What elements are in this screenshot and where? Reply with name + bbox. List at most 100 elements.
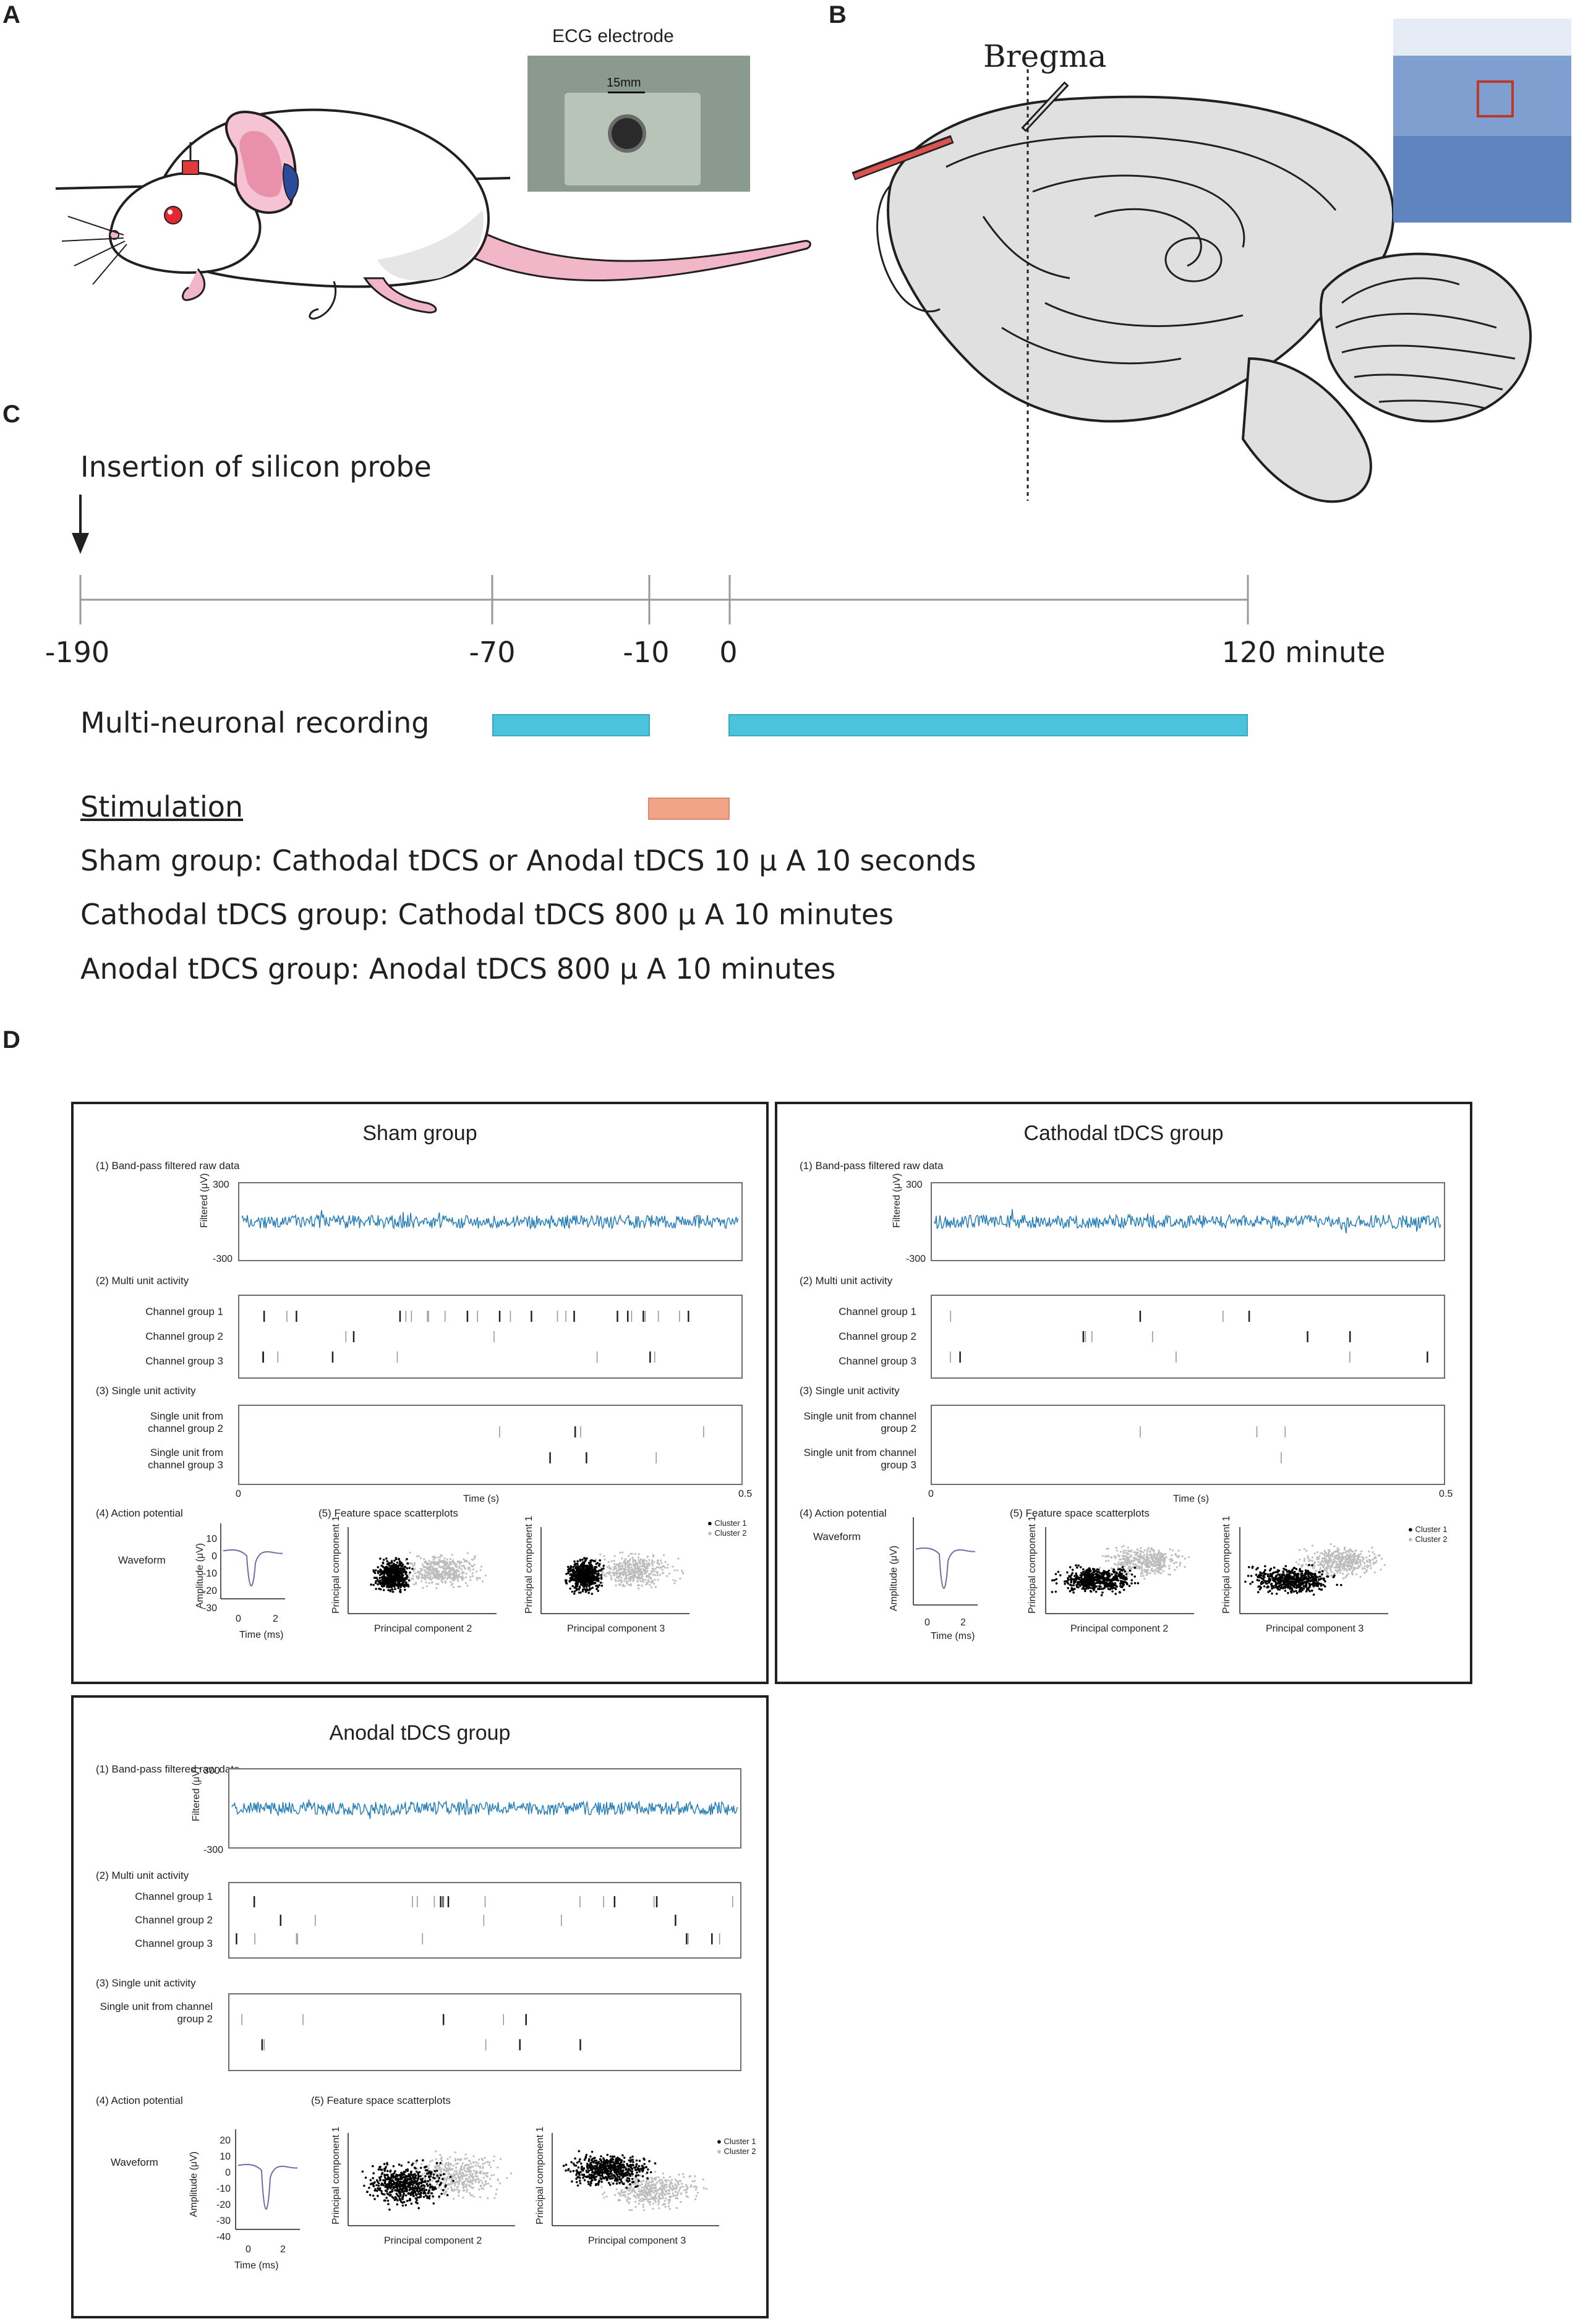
cluster-1-point bbox=[418, 2187, 421, 2190]
wave-time-axis-label: Time (ms) bbox=[234, 2260, 279, 2271]
cluster-2-point bbox=[443, 2188, 446, 2190]
cluster-2-point bbox=[1176, 1566, 1178, 1568]
cluster-1-point bbox=[587, 1568, 589, 1571]
cluster-1-point bbox=[386, 2199, 390, 2202]
cluster-1-point bbox=[1074, 1577, 1077, 1580]
cluster-2-point bbox=[457, 2175, 459, 2177]
cluster-1-point bbox=[379, 1588, 382, 1591]
cluster-1-point bbox=[438, 2195, 440, 2198]
cluster-2-point bbox=[629, 1579, 631, 1581]
cluster-2-point bbox=[469, 2173, 471, 2176]
cluster-1-point bbox=[432, 2195, 434, 2198]
cluster-1-point bbox=[391, 1578, 394, 1581]
cluster-1-point bbox=[600, 1585, 604, 1587]
cluster-1-point bbox=[431, 2186, 434, 2188]
cluster-2-point bbox=[1177, 1556, 1179, 1559]
cluster-1-point bbox=[1340, 1584, 1342, 1586]
tick-120-minute: 120 minute bbox=[1221, 636, 1386, 669]
cluster-2-point bbox=[616, 1569, 619, 1572]
wave-time-tick-2: 2 bbox=[280, 2244, 286, 2255]
cluster-2-point bbox=[450, 2164, 452, 2166]
cluster-2-point bbox=[1328, 1554, 1331, 1556]
cluster-1-point bbox=[1069, 1576, 1072, 1579]
cluster-1-point bbox=[1078, 1585, 1082, 1587]
cluster-2-point bbox=[471, 2182, 474, 2185]
cluster-2-point bbox=[1327, 1562, 1330, 1565]
cluster-2-point bbox=[427, 1577, 430, 1579]
cluster-2-point bbox=[620, 1571, 622, 1574]
cluster-1-point bbox=[1278, 1585, 1281, 1587]
cluster-2-point bbox=[1339, 1569, 1342, 1572]
cluster-1-point bbox=[599, 1559, 601, 1562]
cluster-1-point bbox=[386, 2163, 389, 2166]
cluster-1-point bbox=[574, 1572, 576, 1574]
cluster-2-point bbox=[627, 1555, 630, 1557]
cluster-2-point bbox=[424, 1570, 427, 1572]
cluster-2-point bbox=[463, 2180, 466, 2183]
cluster-1-point bbox=[589, 1573, 591, 1577]
cluster-2-point bbox=[440, 2171, 443, 2173]
cluster-2-point bbox=[623, 1580, 626, 1582]
cluster-1-point bbox=[597, 1570, 599, 1573]
cluster-2-point bbox=[1139, 1552, 1142, 1555]
cluster-1-point bbox=[1054, 1590, 1057, 1593]
cluster-1-point bbox=[1281, 1580, 1283, 1582]
cluster-1-point bbox=[1097, 1573, 1100, 1577]
cluster-2-point bbox=[1371, 1559, 1374, 1561]
pc1-axis-label: Principal component 1 bbox=[1221, 1515, 1232, 1614]
cluster-1-point bbox=[1282, 1570, 1285, 1573]
cluster-legend: ● Cluster 1 ● Cluster 2 bbox=[1408, 1525, 1448, 1544]
cluster-2-point bbox=[1165, 1556, 1167, 1559]
cluster-2-point bbox=[1338, 1560, 1341, 1562]
cluster-1-point bbox=[1317, 1576, 1319, 1578]
cluster-1-point bbox=[1278, 1580, 1281, 1583]
cluster-1-point bbox=[411, 2180, 414, 2182]
cluster-2-point bbox=[638, 1561, 641, 1564]
cluster-1-point bbox=[398, 2190, 401, 2192]
cluster-2-point bbox=[608, 1565, 610, 1567]
cluster-1-point bbox=[380, 1572, 383, 1575]
cluster-2-point bbox=[1163, 1564, 1166, 1566]
cluster-2-point bbox=[450, 2174, 452, 2176]
cluster-2-point bbox=[454, 1578, 456, 1580]
cluster-2-point bbox=[1344, 1576, 1347, 1578]
cluster-2-point bbox=[461, 2177, 464, 2180]
cluster-2-point bbox=[1176, 1555, 1178, 1557]
cluster-2-point bbox=[610, 1577, 613, 1579]
cluster-1-point bbox=[574, 1582, 577, 1585]
cluster-2-point bbox=[453, 1573, 456, 1575]
cluster-2-legend: ● Cluster 2 bbox=[1408, 1534, 1448, 1544]
cluster-1-point bbox=[1274, 1577, 1278, 1580]
cluster-2-point bbox=[444, 1577, 446, 1579]
cluster-1-point bbox=[1093, 1584, 1096, 1587]
cluster-2-point bbox=[631, 1552, 633, 1555]
cluster-2-point bbox=[462, 2189, 464, 2192]
waveform-plot bbox=[220, 1523, 285, 1599]
cluster-1-point bbox=[1293, 1584, 1295, 1586]
cluster-2-point bbox=[1104, 1560, 1107, 1562]
cluster-2-point bbox=[472, 2155, 475, 2158]
cluster-2-point bbox=[1303, 1557, 1306, 1560]
cluster-2-point bbox=[1355, 1559, 1358, 1562]
wave-time-axis-label: Time (ms) bbox=[931, 1631, 975, 1641]
cluster-1-point bbox=[1296, 1574, 1299, 1577]
cluster-2-point bbox=[428, 2164, 430, 2166]
cluster-1-point bbox=[380, 2184, 383, 2186]
cluster-2-point bbox=[506, 2177, 508, 2179]
cluster-1-point bbox=[1258, 1585, 1261, 1588]
cluster-2-point bbox=[443, 1557, 446, 1560]
cluster-2-point bbox=[660, 1559, 662, 1562]
cluster-1-point bbox=[1251, 1567, 1254, 1569]
cluster-1-point bbox=[384, 2199, 386, 2202]
cluster-2-point bbox=[1336, 1560, 1338, 1563]
cluster-2-point bbox=[1137, 1555, 1139, 1557]
cluster-2-point bbox=[414, 1572, 416, 1575]
cluster-2-point bbox=[478, 2188, 480, 2190]
insertion-label: Insertion of silicon probe bbox=[80, 450, 432, 483]
cluster-1-point bbox=[432, 2202, 435, 2205]
cluster-2-point bbox=[1130, 1560, 1132, 1563]
cluster-1-point bbox=[1108, 1584, 1111, 1586]
cluster-1-point bbox=[399, 1588, 402, 1591]
cluster-2-point bbox=[1333, 1561, 1336, 1564]
cluster-2-point bbox=[1346, 1553, 1349, 1556]
